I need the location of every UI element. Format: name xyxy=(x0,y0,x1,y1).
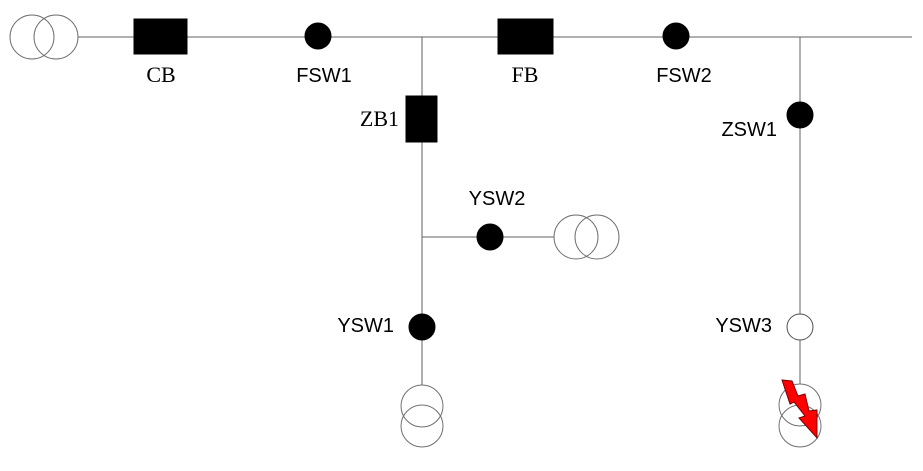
ysw1-label: YSW1 xyxy=(337,315,394,337)
fsw1-label: FSW1 xyxy=(296,65,352,87)
ysw2-switch[interactable] xyxy=(476,223,504,251)
zsw1-label: ZSW1 xyxy=(721,119,777,141)
cb-label: CB xyxy=(146,62,175,87)
ysw1-switch[interactable] xyxy=(408,313,436,341)
fsw2-label: FSW2 xyxy=(656,65,712,87)
zb1-breaker[interactable] xyxy=(405,95,438,143)
zb1-label: ZB1 xyxy=(360,106,399,131)
feeder-wires xyxy=(78,36,912,385)
source-transformer xyxy=(9,14,79,60)
fault-lightning-icon xyxy=(781,379,818,440)
ysw1-load-transformer xyxy=(400,384,444,448)
zsw1-switch[interactable] xyxy=(786,101,814,129)
fsw1-switch[interactable] xyxy=(304,22,332,50)
ysw2-label: YSW2 xyxy=(469,188,526,210)
ysw3-switch[interactable] xyxy=(786,313,814,341)
ysw3-label: YSW3 xyxy=(715,315,772,337)
fsw2-switch[interactable] xyxy=(662,22,690,50)
ysw2-load-transformer xyxy=(553,214,620,260)
fb-breaker[interactable] xyxy=(497,18,554,55)
cb-breaker[interactable] xyxy=(133,18,188,55)
fb-label: FB xyxy=(512,62,539,87)
